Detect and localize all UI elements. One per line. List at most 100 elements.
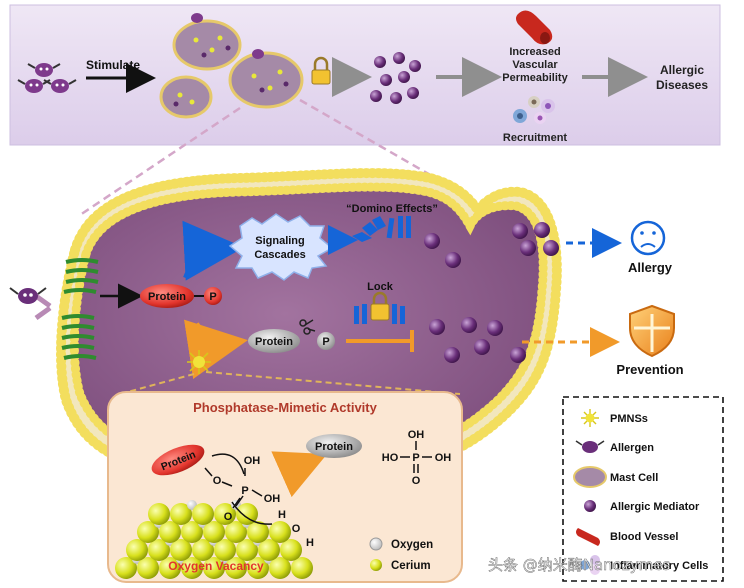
p-label: P [209, 291, 216, 303]
legend-item-inflammatory: Inflammatory Cells [610, 560, 708, 572]
protein-dephosphorylated: Protein P [248, 329, 335, 353]
cerium-atom [258, 539, 280, 561]
ester-o-bottom: O [224, 511, 233, 523]
retained-mediators [429, 317, 526, 363]
mediator-cluster-top [370, 52, 421, 104]
locked-domino-icon [354, 291, 405, 324]
cerium-atom [148, 503, 170, 525]
oxygen-label: Oxygen [391, 539, 433, 551]
legend-item-pmns: PMNSs [610, 413, 648, 425]
lock-icon-top [311, 56, 331, 85]
cerium-atom [203, 521, 225, 543]
oxygen-vacancy-label: Oxygen Vacancy [168, 559, 264, 573]
ester-oh-right: OH [264, 493, 281, 505]
cerium-atom [247, 521, 269, 543]
cerium-atom [181, 557, 203, 579]
legend-mediator-icon [584, 500, 596, 512]
cerium-atom [203, 557, 225, 579]
zoom-line-inset-right [205, 371, 461, 395]
cerium-atom [126, 539, 148, 561]
allergen-icons-top [17, 63, 77, 93]
ige-receptor-icon [34, 293, 52, 321]
oxygen-legend-dot [369, 537, 383, 551]
inset-protein-out-label: Protein [315, 441, 353, 453]
legend-pmns-icon [581, 409, 599, 427]
legend-item-blood-vessel: Blood Vessel [610, 531, 678, 543]
cerium-legend-dot [370, 559, 382, 571]
cerium-atom [236, 503, 258, 525]
released-mediators [424, 233, 461, 268]
legend-blood-vessel-icon [576, 528, 600, 546]
legend-allergen-icon [575, 440, 605, 453]
phosphate-p: P [412, 452, 419, 464]
cerium-atom [291, 557, 313, 579]
legend-item-mediator: Allergic Mediator [610, 501, 700, 513]
ester-o: O [213, 475, 222, 487]
nanoparticle-surface [115, 500, 313, 579]
cerium-atom [225, 521, 247, 543]
cerium-atom [159, 557, 181, 579]
cerium-atom [247, 557, 269, 579]
allergic-diseases-label-2: Diseases [656, 78, 708, 92]
inset-title: Phosphatase-Mimetic Activity [193, 400, 378, 415]
cerium-atom [192, 539, 214, 561]
zoom-line-left [79, 106, 241, 217]
recruitment-label: Recruitment [503, 132, 568, 144]
cerium-atom [137, 521, 159, 543]
protein-product: Protein [306, 434, 362, 458]
legend-box [562, 396, 724, 582]
ester-oh-top: OH [244, 455, 261, 467]
cerium-atom [214, 503, 236, 525]
scissors-icon [299, 319, 316, 335]
vascular-label-2: Vascular [512, 59, 558, 71]
blood-vessel-icon [516, 10, 553, 45]
orange-product-arrow [271, 451, 328, 498]
mast-cells-top [159, 13, 304, 119]
cerium-atom [170, 539, 192, 561]
domino-label: “Domino Effects” [346, 203, 438, 215]
sad-face-icon [630, 220, 666, 256]
phosphate-structure: OH HO P OH O [382, 429, 452, 487]
cerium-atom [148, 539, 170, 561]
cerium-atom [214, 539, 236, 561]
water-o: O [292, 523, 301, 535]
water-h-2: H [306, 537, 314, 549]
allergic-diseases-label-1: Allergic [660, 63, 704, 77]
legend-item-allergen: Allergen [610, 442, 654, 454]
zoom-line-inset-left [119, 373, 195, 395]
pmns-icon [187, 350, 211, 374]
cerium-atom [269, 557, 291, 579]
cerium-label: Cerium [391, 560, 431, 572]
allergy-label: Allergy [628, 260, 673, 275]
stimulate-label: Stimulate [86, 58, 140, 72]
phosphate-oh-right: OH [435, 452, 452, 464]
lock-label: Lock [367, 281, 394, 293]
signaling-burst: Signaling Cascades [228, 213, 334, 281]
orange-curved-arrow [184, 319, 248, 379]
domino-icon [352, 216, 411, 242]
cerium-atom [269, 521, 291, 543]
cerium-atom [225, 557, 247, 579]
cerium-atom [181, 521, 203, 543]
vascular-label-3: Permeability [502, 72, 568, 84]
inflammatory-cells-icon [513, 96, 555, 124]
zoom-line-right [299, 98, 461, 194]
signaling-label-2: Cascades [254, 249, 305, 261]
cerium-atom [236, 539, 258, 561]
phosphate-oh-top: OH [408, 429, 425, 441]
cerium-atom [170, 503, 192, 525]
legend-item-mast-cell: Mast Cell [610, 472, 658, 484]
cerium-atom [192, 503, 214, 525]
legend-inflammatory-cells-icon [580, 555, 600, 575]
cerium-atom [280, 539, 302, 561]
cerium-atom [137, 557, 159, 579]
cerium-atom [159, 521, 181, 543]
prevention-label: Prevention [616, 362, 683, 377]
p2-label: P [322, 336, 329, 348]
cerium-atom [115, 557, 137, 579]
blue-curved-arrow [182, 220, 244, 281]
watermark: 头条 @纳米酶Nanozymes [488, 556, 670, 574]
protein-cut-label: Protein [255, 336, 293, 348]
mediators-outside [512, 222, 559, 256]
